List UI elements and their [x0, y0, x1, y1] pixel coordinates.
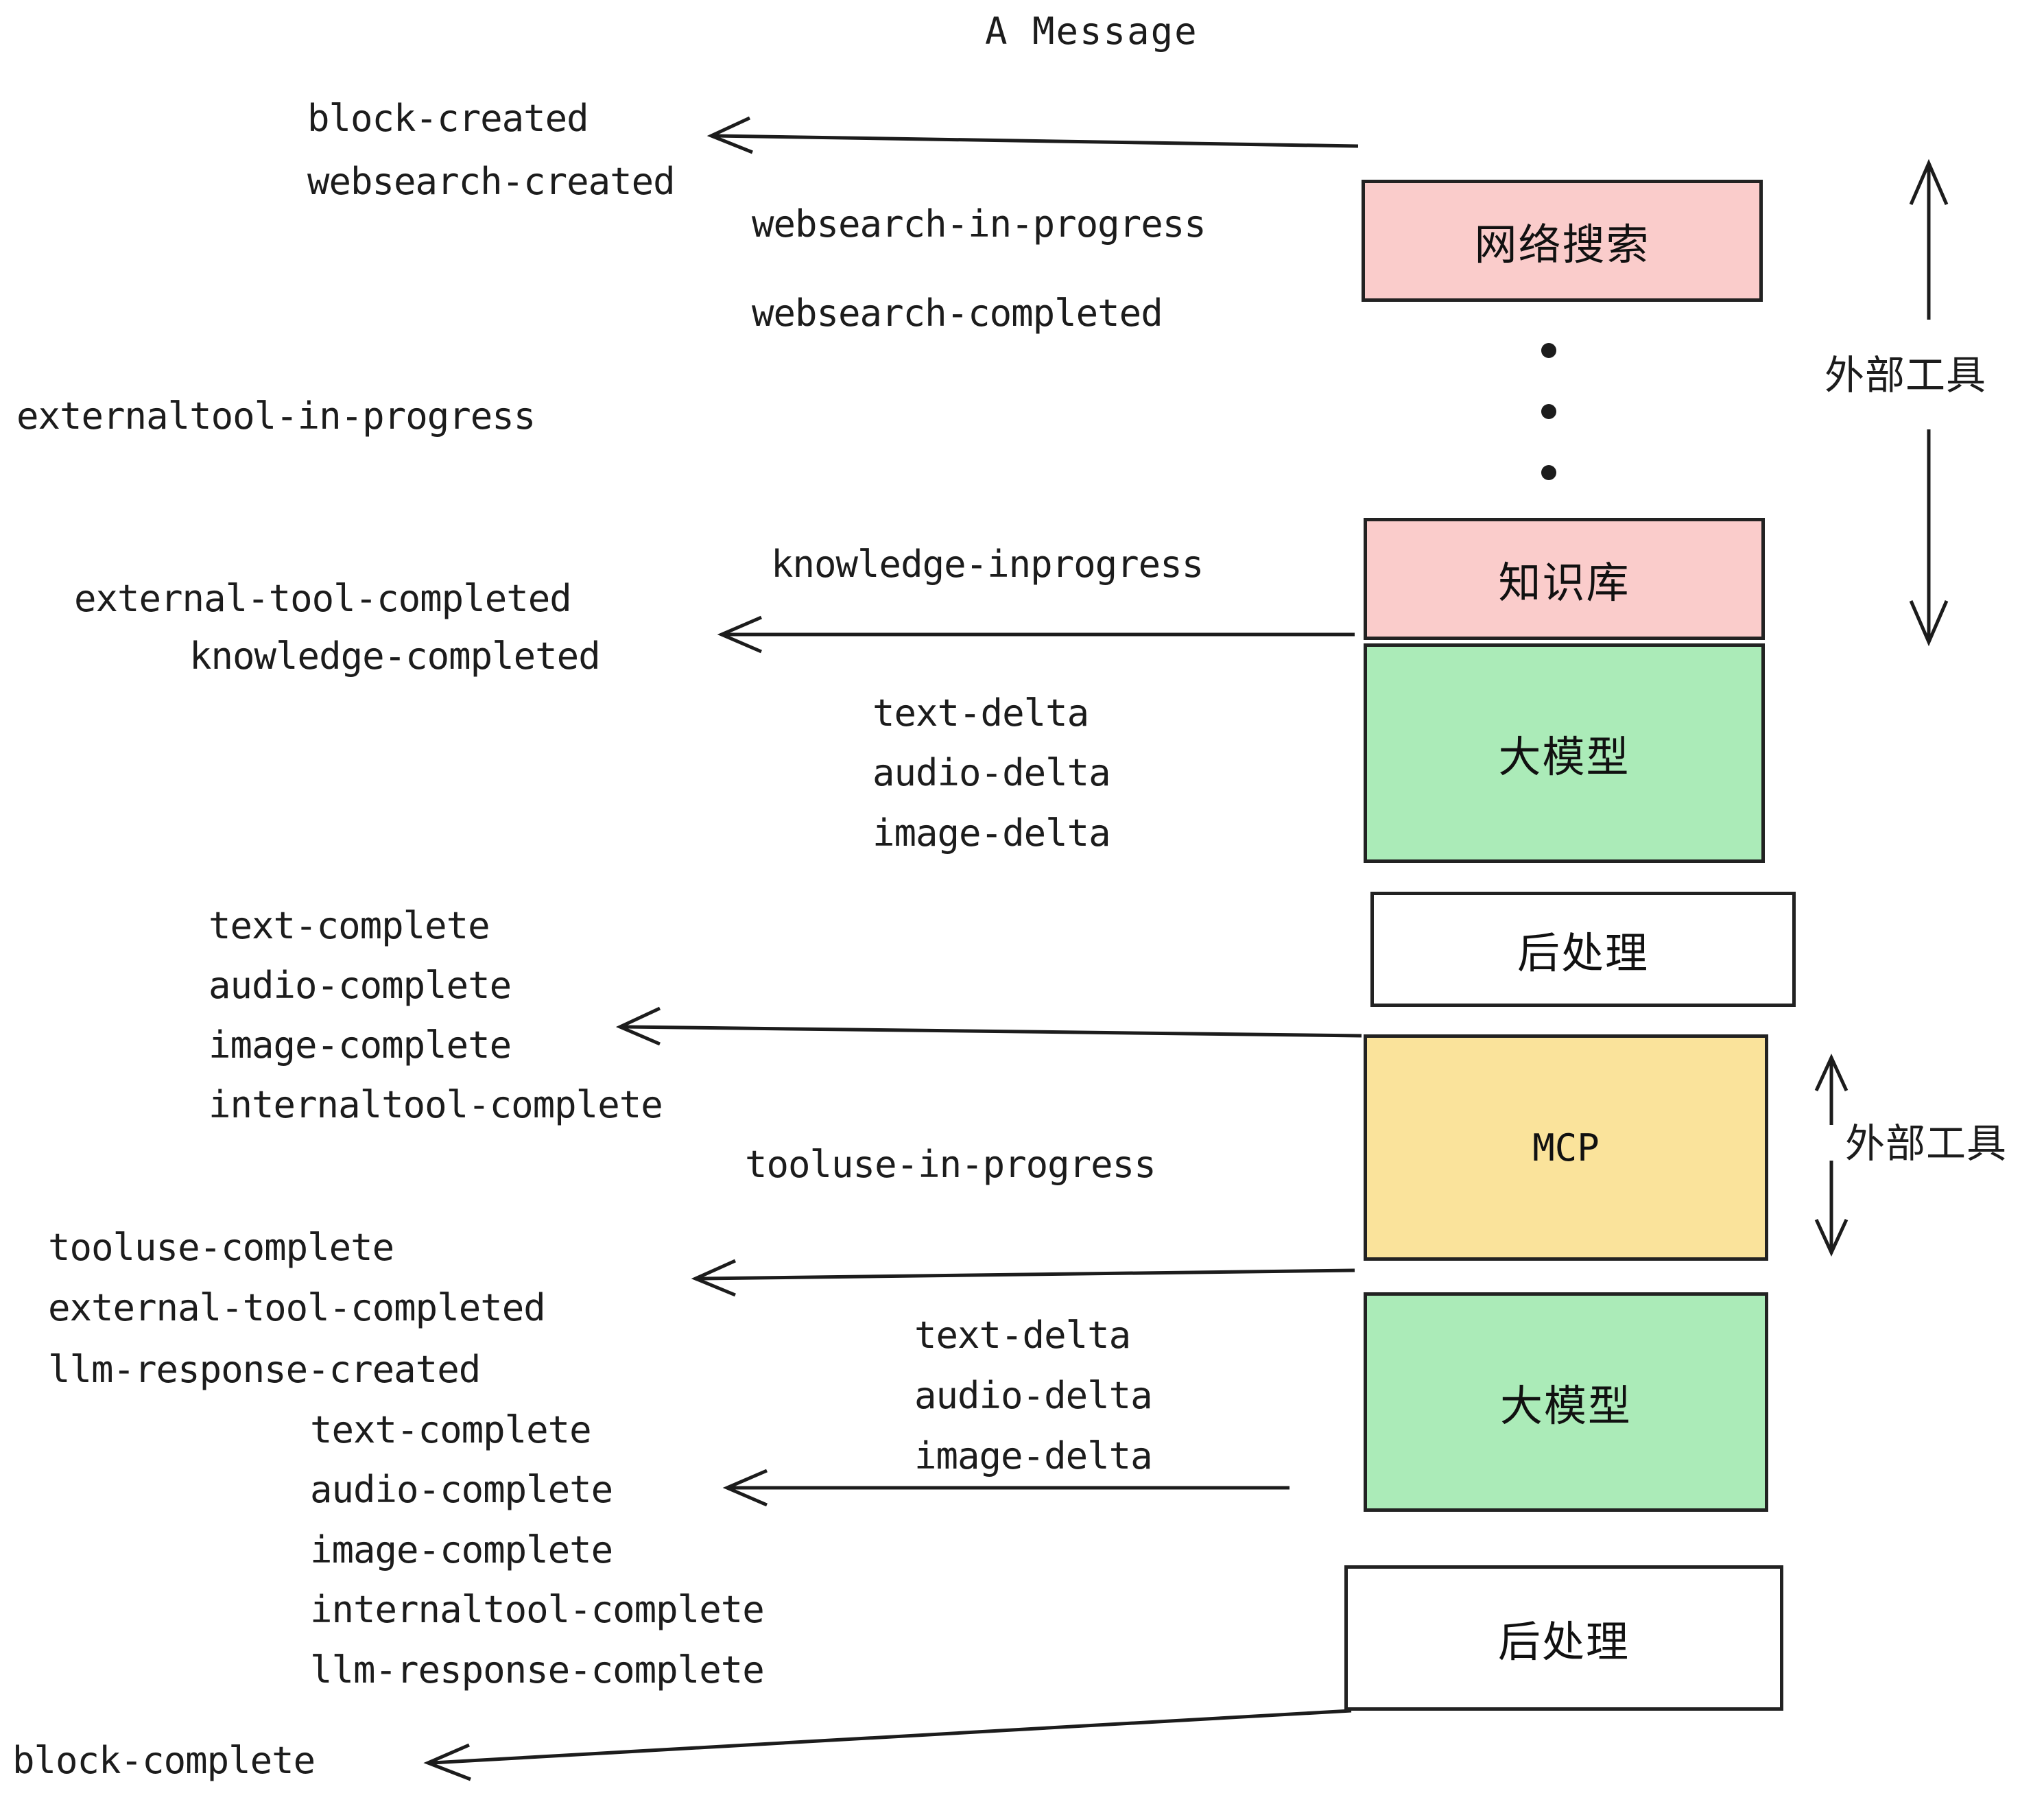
node-knowledge[interactable]: 知识库 — [1364, 518, 1765, 640]
arrow-postprocess2-to-block-complete — [423, 1709, 1352, 1781]
event-websearch-in-progress: websearch-in-progress — [752, 202, 1207, 246]
node-mcp-label: MCP — [1532, 1126, 1600, 1170]
vertical-ellipsis-icon — [1541, 343, 1557, 480]
event-internaltool-complete-1: internaltool-complete — [209, 1083, 663, 1126]
event-text-delta-1: text-delta — [872, 691, 1089, 735]
event-audio-complete-2: audio-complete — [310, 1468, 613, 1511]
arrow-knowledge-to-completed — [717, 615, 1355, 654]
node-postprocess-1[interactable]: 后处理 — [1370, 892, 1796, 1007]
event-block-complete: block-complete — [12, 1739, 316, 1782]
page-title: A Message — [985, 10, 1198, 53]
event-websearch-created: websearch-created — [307, 160, 676, 203]
arrow-external-tools-bottom — [1814, 1053, 1849, 1257]
event-audio-complete-1: audio-complete — [209, 964, 512, 1007]
event-text-complete-2: text-complete — [310, 1408, 592, 1451]
node-websearch-label: 网络搜索 — [1474, 219, 1650, 270]
node-mcp[interactable]: MCP — [1364, 1034, 1768, 1261]
arrow-mcp-to-tooluse-complete — [691, 1259, 1355, 1297]
event-externaltool-in-progress: externaltool-in-progress — [16, 394, 536, 438]
node-llm-2-label: 大模型 — [1499, 1381, 1632, 1431]
event-internaltool-complete-2: internaltool-complete — [310, 1588, 765, 1631]
event-llm-response-complete: llm-response-complete — [310, 1648, 765, 1692]
side-label-external-tools-top: 外部工具 — [1825, 352, 1987, 399]
event-knowledge-inprogress: knowledge-inprogress — [771, 543, 1204, 586]
event-text-delta-2: text-delta — [914, 1314, 1131, 1357]
event-knowledge-completed: knowledge-completed — [189, 634, 601, 678]
event-image-complete-1: image-complete — [209, 1023, 512, 1067]
node-llm-1-label: 大模型 — [1498, 732, 1630, 782]
event-text-complete-1: text-complete — [209, 904, 490, 947]
node-postprocess-2-label: 后处理 — [1497, 1617, 1630, 1667]
node-websearch[interactable]: 网络搜索 — [1362, 180, 1763, 302]
event-image-complete-2: image-complete — [310, 1528, 613, 1571]
event-image-delta-2: image-delta — [914, 1434, 1153, 1477]
event-llm-response-created: llm-response-created — [48, 1348, 481, 1391]
node-llm-2[interactable]: 大模型 — [1364, 1292, 1768, 1512]
arrow-external-tools-top — [1909, 158, 1949, 647]
node-postprocess-2[interactable]: 后处理 — [1344, 1565, 1783, 1711]
arrow-websearch-to-created — [706, 116, 1359, 154]
event-external-tool-completed-1: external-tool-completed — [74, 577, 572, 620]
event-image-delta-1: image-delta — [872, 811, 1111, 855]
event-tooluse-in-progress: tooluse-in-progress — [745, 1143, 1156, 1186]
node-knowledge-label: 知识库 — [1498, 558, 1630, 608]
side-label-external-tools-bottom: 外部工具 — [1845, 1120, 2008, 1167]
event-block-created: block-created — [307, 97, 589, 140]
event-websearch-completed: websearch-completed — [752, 292, 1163, 335]
node-postprocess-1-label: 后处理 — [1517, 928, 1649, 978]
node-llm-1[interactable]: 大模型 — [1364, 643, 1765, 863]
arrow-postprocess1-to-image-complete — [615, 1006, 1362, 1046]
event-audio-delta-2: audio-delta — [914, 1374, 1153, 1417]
event-external-tool-completed-2: external-tool-completed — [48, 1286, 546, 1329]
event-tooluse-complete: tooluse-complete — [48, 1226, 394, 1269]
event-audio-delta-1: audio-delta — [872, 751, 1111, 794]
